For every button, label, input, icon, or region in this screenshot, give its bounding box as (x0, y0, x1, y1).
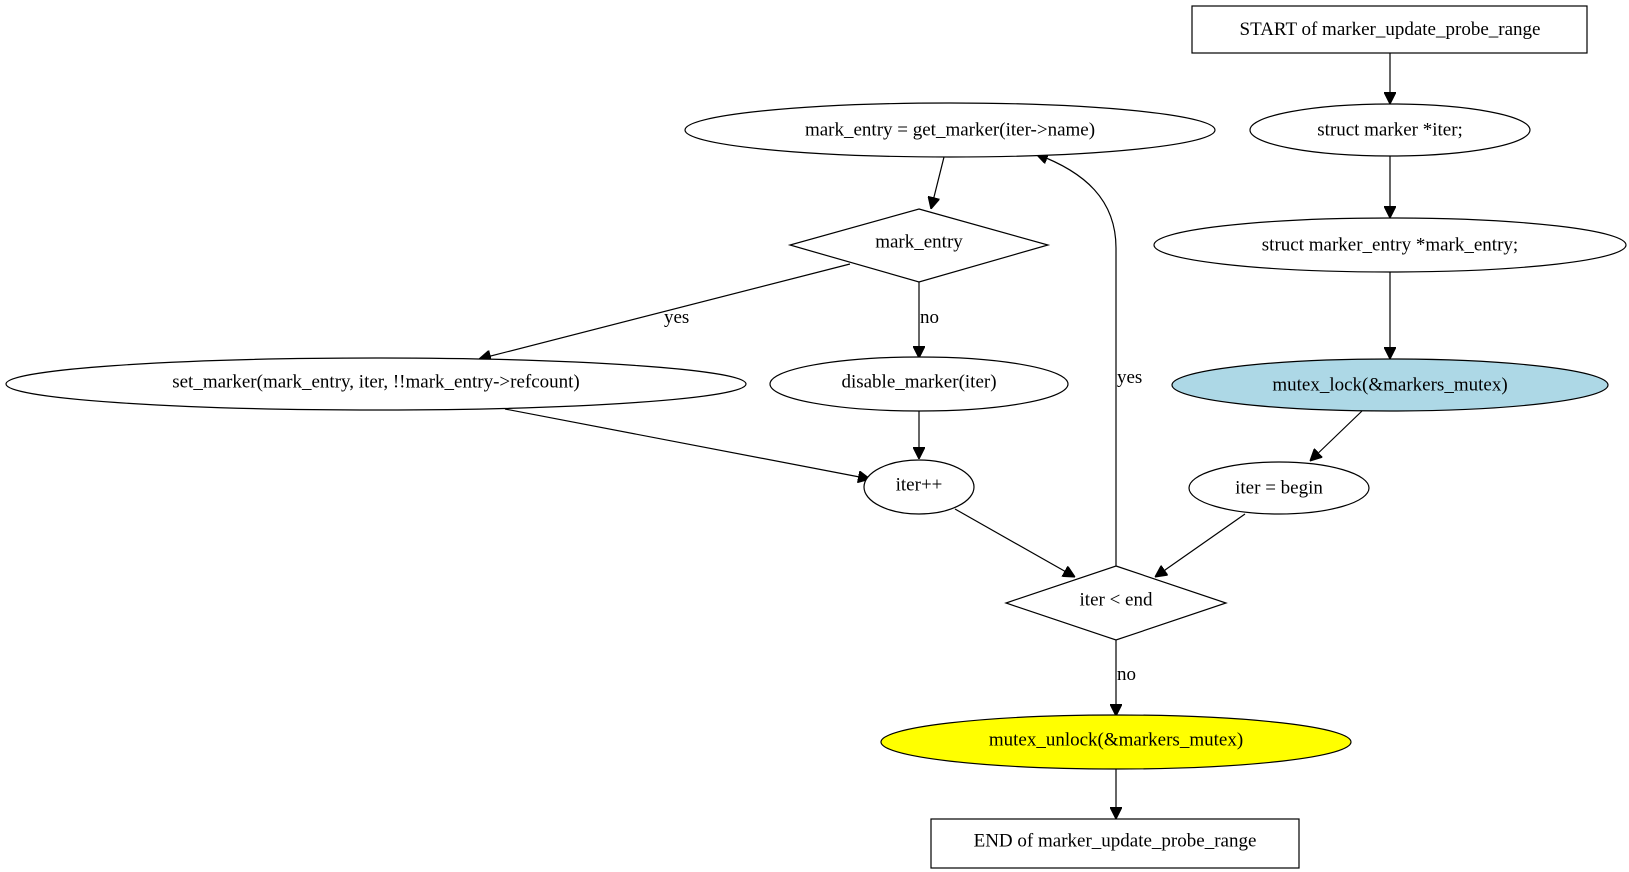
node-end-label: END of marker_update_probe_range (974, 831, 1257, 852)
node-end: END of marker_update_probe_range (930, 818, 1300, 869)
edge-label-entry-no: no (920, 307, 939, 328)
edge-loop-cond-yes-to-get-marker (1036, 154, 1117, 566)
edge-entry-check-yes-to-set-marker (479, 263, 851, 359)
node-decl-iter: struct marker *iter; (1249, 103, 1531, 157)
node-disable-marker: disable_marker(iter) (769, 356, 1069, 412)
node-decl-entry-label: struct marker_entry *mark_entry; (1262, 235, 1518, 256)
node-start-label: START of marker_update_probe_range (1240, 19, 1541, 40)
node-unlock-label: mutex_unlock(&markers_mutex) (989, 730, 1243, 751)
node-start: START of marker_update_probe_range (1191, 5, 1588, 54)
node-iter-begin: iter = begin (1188, 461, 1370, 515)
edge-iter-inc-to-loop-cond (954, 508, 1075, 577)
node-disable-marker-label: disable_marker(iter) (841, 372, 996, 393)
node-decl-entry: struct marker_entry *mark_entry; (1153, 217, 1627, 273)
node-unlock: mutex_unlock(&markers_mutex) (880, 714, 1352, 770)
node-get-marker-label: mark_entry = get_marker(iter->name) (805, 120, 1095, 141)
node-lock-label: mutex_lock(&markers_mutex) (1272, 375, 1507, 396)
node-iter-begin-label: iter = begin (1235, 478, 1323, 499)
node-loop-cond: iter < end (1004, 565, 1228, 641)
edge-label-entry-yes: yes (664, 307, 689, 328)
node-get-marker: mark_entry = get_marker(iter->name) (684, 102, 1216, 158)
node-iter-inc: iter++ (863, 459, 975, 515)
edges (479, 53, 1390, 819)
edge-label-loop-yes: yes (1117, 367, 1142, 388)
edge-set-marker-to-iter-inc (504, 408, 870, 479)
node-decl-iter-label: struct marker *iter; (1317, 120, 1463, 141)
node-set-marker: set_marker(mark_entry, iter, !!mark_entr… (5, 357, 747, 411)
edge-lock-to-iter-begin (1310, 410, 1363, 461)
edge-label-loop-no: no (1117, 664, 1136, 685)
node-entry-check: mark_entry (787, 208, 1051, 283)
edge-labels: yes no yes no (664, 307, 1142, 685)
node-entry-check-label: mark_entry (875, 232, 963, 253)
edge-iter-begin-to-loop-cond (1155, 513, 1246, 577)
node-set-marker-label: set_marker(mark_entry, iter, !!mark_entr… (172, 372, 580, 393)
node-lock: mutex_lock(&markers_mutex) (1171, 358, 1609, 412)
edge-get-marker-to-entry-check (931, 156, 945, 209)
node-iter-inc-label: iter++ (896, 475, 943, 496)
node-loop-cond-label: iter < end (1080, 590, 1153, 611)
